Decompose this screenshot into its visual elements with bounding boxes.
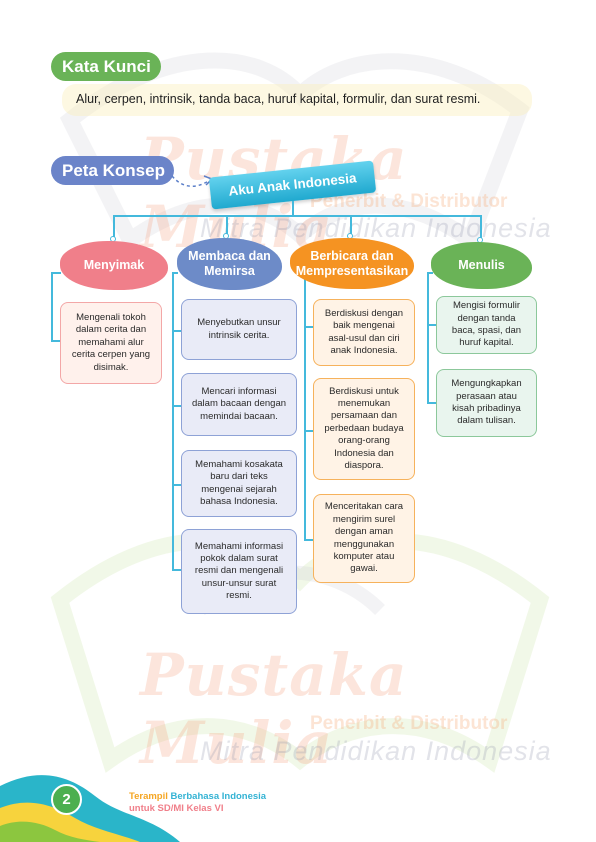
connector-line: [304, 326, 314, 328]
connector-line: [304, 430, 314, 432]
connector-line: [172, 272, 178, 274]
connector-line: [172, 569, 182, 571]
concept-item-menyimak: Mengenali tokoh dalam cerita dan memaham…: [60, 302, 162, 384]
connector-line: [292, 201, 294, 216]
keywords-heading: Kata Kunci: [51, 52, 161, 81]
connector-line: [51, 272, 53, 341]
concept-item-berbicara: Menceritakan cara mengirim surel dengan …: [313, 494, 415, 583]
connector-line: [304, 272, 306, 540]
footer-wave: [0, 775, 180, 842]
category-berbicara-mempresentasikan: Berbicara dan Mempresentasikan: [290, 238, 414, 289]
category-menyimak: Menyimak: [60, 241, 168, 290]
connector-line: [172, 272, 174, 570]
connector-line: [51, 340, 61, 342]
page-number: 2: [51, 784, 82, 815]
footer-book-title: Terampil Berbahasa Indonesia: [129, 791, 266, 802]
concept-map-heading: Peta Konsep: [51, 156, 174, 185]
concept-item-berbicara: Berdiskusi untuk menemukan persamaan dan…: [313, 378, 415, 480]
connector-line: [113, 215, 115, 242]
concept-item-membaca: Mencari informasi dalam bacaan dengan me…: [181, 373, 297, 436]
footer-title-part-1: Terampil: [129, 791, 168, 802]
connector-line: [427, 272, 433, 274]
connector-line: [51, 272, 61, 274]
category-membaca-memirsa: Membaca dan Memirsa: [177, 238, 282, 290]
footer-book-subtitle: untuk SD/MI Kelas VI: [129, 803, 224, 814]
concept-item-membaca: Memahami informasi pokok dalam surat res…: [181, 529, 297, 614]
connector-line: [172, 405, 182, 407]
footer-title-part-2: Berbahasa Indonesia: [170, 791, 267, 802]
connector-line: [304, 539, 314, 541]
connector-line: [226, 215, 228, 239]
connector-line: [427, 324, 437, 326]
concept-item-menulis: Mengisi formulir dengan tanda baca, spas…: [436, 296, 537, 354]
connector-line: [172, 484, 182, 486]
category-menulis: Menulis: [431, 242, 532, 289]
connector-line: [427, 272, 429, 403]
connector-line: [172, 330, 182, 332]
connector-line: [350, 215, 352, 239]
connector-line: [427, 402, 437, 404]
keywords-band: [62, 84, 532, 116]
connector-line: [480, 215, 482, 243]
concept-item-membaca: Menyebutkan unsur intrinsik cerita.: [181, 299, 297, 360]
connector-line: [113, 215, 481, 217]
concept-item-berbicara: Berdiskusi dengan baik mengenai asal-usu…: [313, 299, 415, 366]
keywords-text: Alur, cerpen, intrinsik, tanda baca, hur…: [76, 92, 481, 106]
concept-item-membaca: Memahami kosakata baru dari teks mengena…: [181, 450, 297, 517]
concept-item-menulis: Mengungkapkan perasaan atau kisah pribad…: [436, 369, 537, 437]
